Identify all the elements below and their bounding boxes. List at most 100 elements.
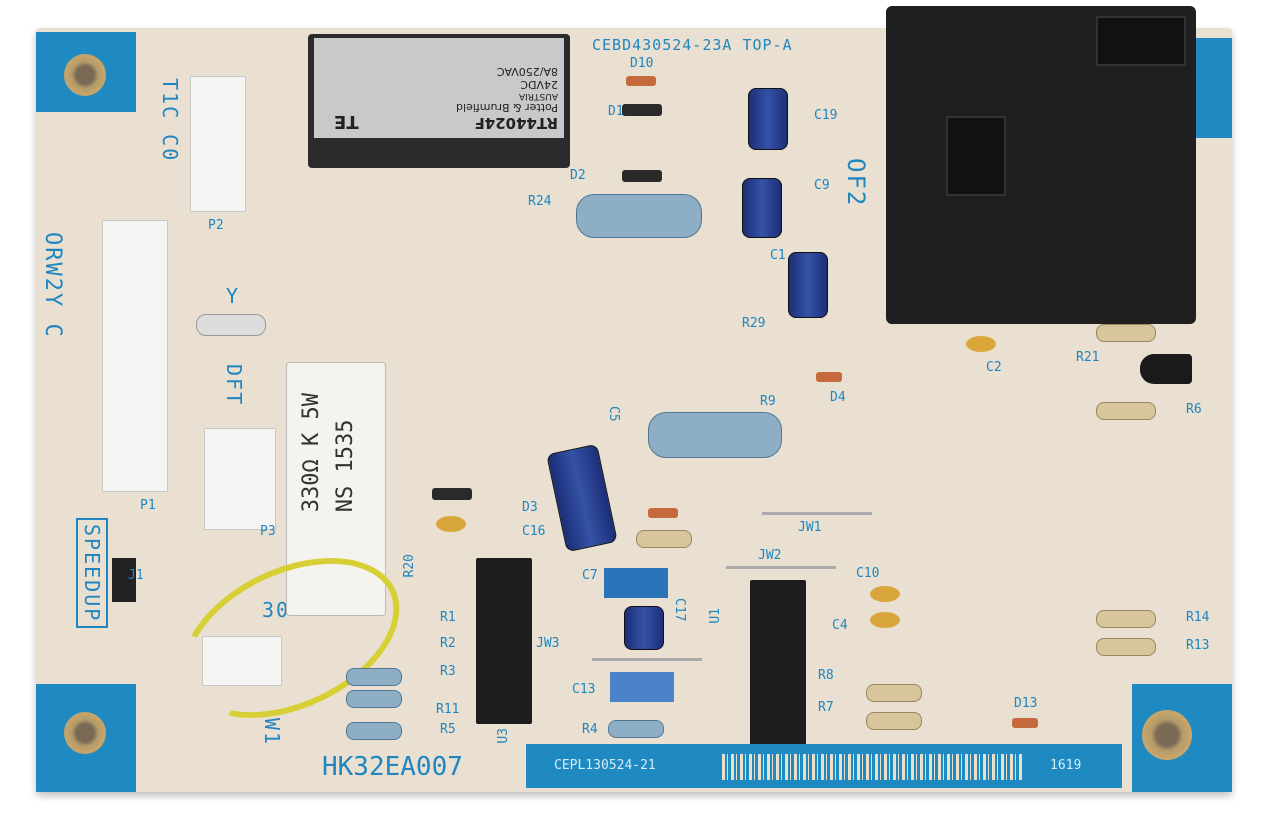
mounting-hole: [64, 712, 106, 754]
label-r5: R5: [440, 722, 456, 737]
label-r13: R13: [1186, 638, 1210, 653]
resistor-r8: [866, 684, 922, 702]
label-r9: R9: [760, 394, 776, 409]
label-d2: D2: [570, 168, 586, 183]
speedup-jumper[interactable]: [112, 558, 136, 602]
label-c9: C9: [814, 178, 830, 193]
label-u1: U1: [708, 608, 723, 624]
mounting-hole: [1142, 710, 1192, 760]
connector-w1[interactable]: [202, 636, 282, 686]
jumper-jw3: [592, 658, 702, 661]
label-jw3: JW3: [536, 636, 560, 651]
label-r2: R2: [440, 636, 456, 651]
relay-brand: TE: [334, 111, 359, 132]
capacitor-c2: [966, 336, 996, 352]
label-c5: C5: [606, 406, 621, 422]
label-c7: C7: [582, 568, 598, 583]
diode-d3: [432, 488, 472, 500]
label-c17: C17: [672, 598, 687, 622]
diode: [648, 508, 678, 518]
label-d3: D3: [522, 500, 538, 515]
label-c2: C2: [986, 360, 1002, 375]
label-c13: C13: [572, 682, 596, 697]
resistor-r11: [346, 690, 402, 708]
power-resistor-code: NS 1535: [333, 419, 358, 513]
label-r1: R1: [440, 610, 456, 625]
p3-label: P3: [260, 524, 276, 539]
label-c10: C10: [856, 566, 880, 581]
capacitor-c16: [436, 516, 466, 532]
label-d10: D10: [630, 56, 654, 71]
diode-d10: [626, 76, 656, 86]
label-d13: D13: [1014, 696, 1038, 711]
label-r7: R7: [818, 700, 834, 715]
label-r20: R20: [402, 554, 417, 578]
jumper-jw2: [726, 566, 836, 569]
y-label: Y: [226, 284, 241, 308]
p2-label: P2: [208, 218, 224, 233]
relay-label: RT44024F TE Potter & Brumfield AUSTRIA 2…: [314, 38, 564, 138]
capacitor-c19: [748, 88, 788, 150]
date-code: 1619: [1050, 758, 1082, 773]
diode-d2: [622, 170, 662, 182]
label-r29: R29: [742, 316, 766, 331]
dft-label: DFT: [222, 364, 246, 407]
speedup-label: SPEEDUP: [76, 518, 108, 629]
capacitor-c17: [624, 606, 664, 650]
label-r24: R24: [528, 194, 552, 209]
resistor: [636, 530, 692, 548]
resistor-r7: [866, 712, 922, 730]
relay-coil: 24VDC: [520, 78, 558, 91]
label-r6: R6: [1186, 402, 1202, 417]
power-relay: [886, 6, 1196, 324]
resistor-r14: [1096, 610, 1156, 628]
connector-p1[interactable]: [102, 220, 168, 492]
resistor-r4: [608, 720, 664, 738]
capacitor-c1: [788, 252, 828, 318]
label-d4: D4: [830, 390, 846, 405]
label-r11: R11: [436, 702, 460, 717]
part-number: HK32EA007: [322, 752, 463, 782]
capacitor-c9: [742, 178, 782, 238]
label-jw2: JW2: [758, 548, 782, 563]
capacitor-c13: [610, 672, 674, 702]
resistor-r21: [1096, 324, 1156, 342]
w1-label: W1: [260, 718, 284, 747]
resistor-r3: [346, 668, 402, 686]
label-r8: R8: [818, 668, 834, 683]
mounting-hole: [64, 54, 106, 96]
w1-number: 30: [262, 598, 291, 622]
diode-d1: [622, 104, 662, 116]
relay-terminal: [946, 116, 1006, 196]
barcode-strip: CEPL130524-21 1619: [526, 744, 1122, 788]
power-resistor-rating: 330Ω K 5W: [299, 393, 324, 513]
transistor: [1140, 354, 1192, 384]
connector-p1-label: ORW2Y C: [40, 232, 65, 339]
jumper-y[interactable]: [196, 314, 266, 336]
p1-label: P1: [140, 498, 156, 513]
resistor-r6: [1096, 402, 1156, 420]
diode-d13: [1012, 718, 1038, 728]
relay-rating: 8A/250VAC: [496, 65, 558, 78]
label-c4: C4: [832, 618, 848, 633]
circuit-board: CEBD430524-23A TOP-A RT44024F TE Potter …: [36, 6, 1232, 792]
j1-label: J1: [128, 568, 144, 583]
barcode-label: CEPL130524-21: [554, 758, 656, 773]
barcode: [722, 754, 1022, 780]
resistor-r5: [346, 722, 402, 740]
connector-p2[interactable]: [190, 76, 246, 212]
resistor-r13: [1096, 638, 1156, 656]
connector-p2-label: T1C C0: [158, 78, 182, 163]
resistor-r24: [576, 194, 702, 238]
relay-country: AUSTRIA: [518, 91, 558, 101]
label-r21: R21: [1076, 350, 1100, 365]
label-u3: U3: [496, 728, 511, 744]
label-c19: C19: [814, 108, 838, 123]
connector-p3[interactable]: [204, 428, 276, 530]
label-r4: R4: [582, 722, 598, 737]
label-c1: C1: [770, 248, 786, 263]
label-jw1: JW1: [798, 520, 822, 535]
top-label: CEBD430524-23A TOP-A: [592, 36, 793, 54]
power-resistor: 330Ω K 5W NS 1535: [286, 362, 386, 616]
resistor-r9: [648, 412, 782, 458]
